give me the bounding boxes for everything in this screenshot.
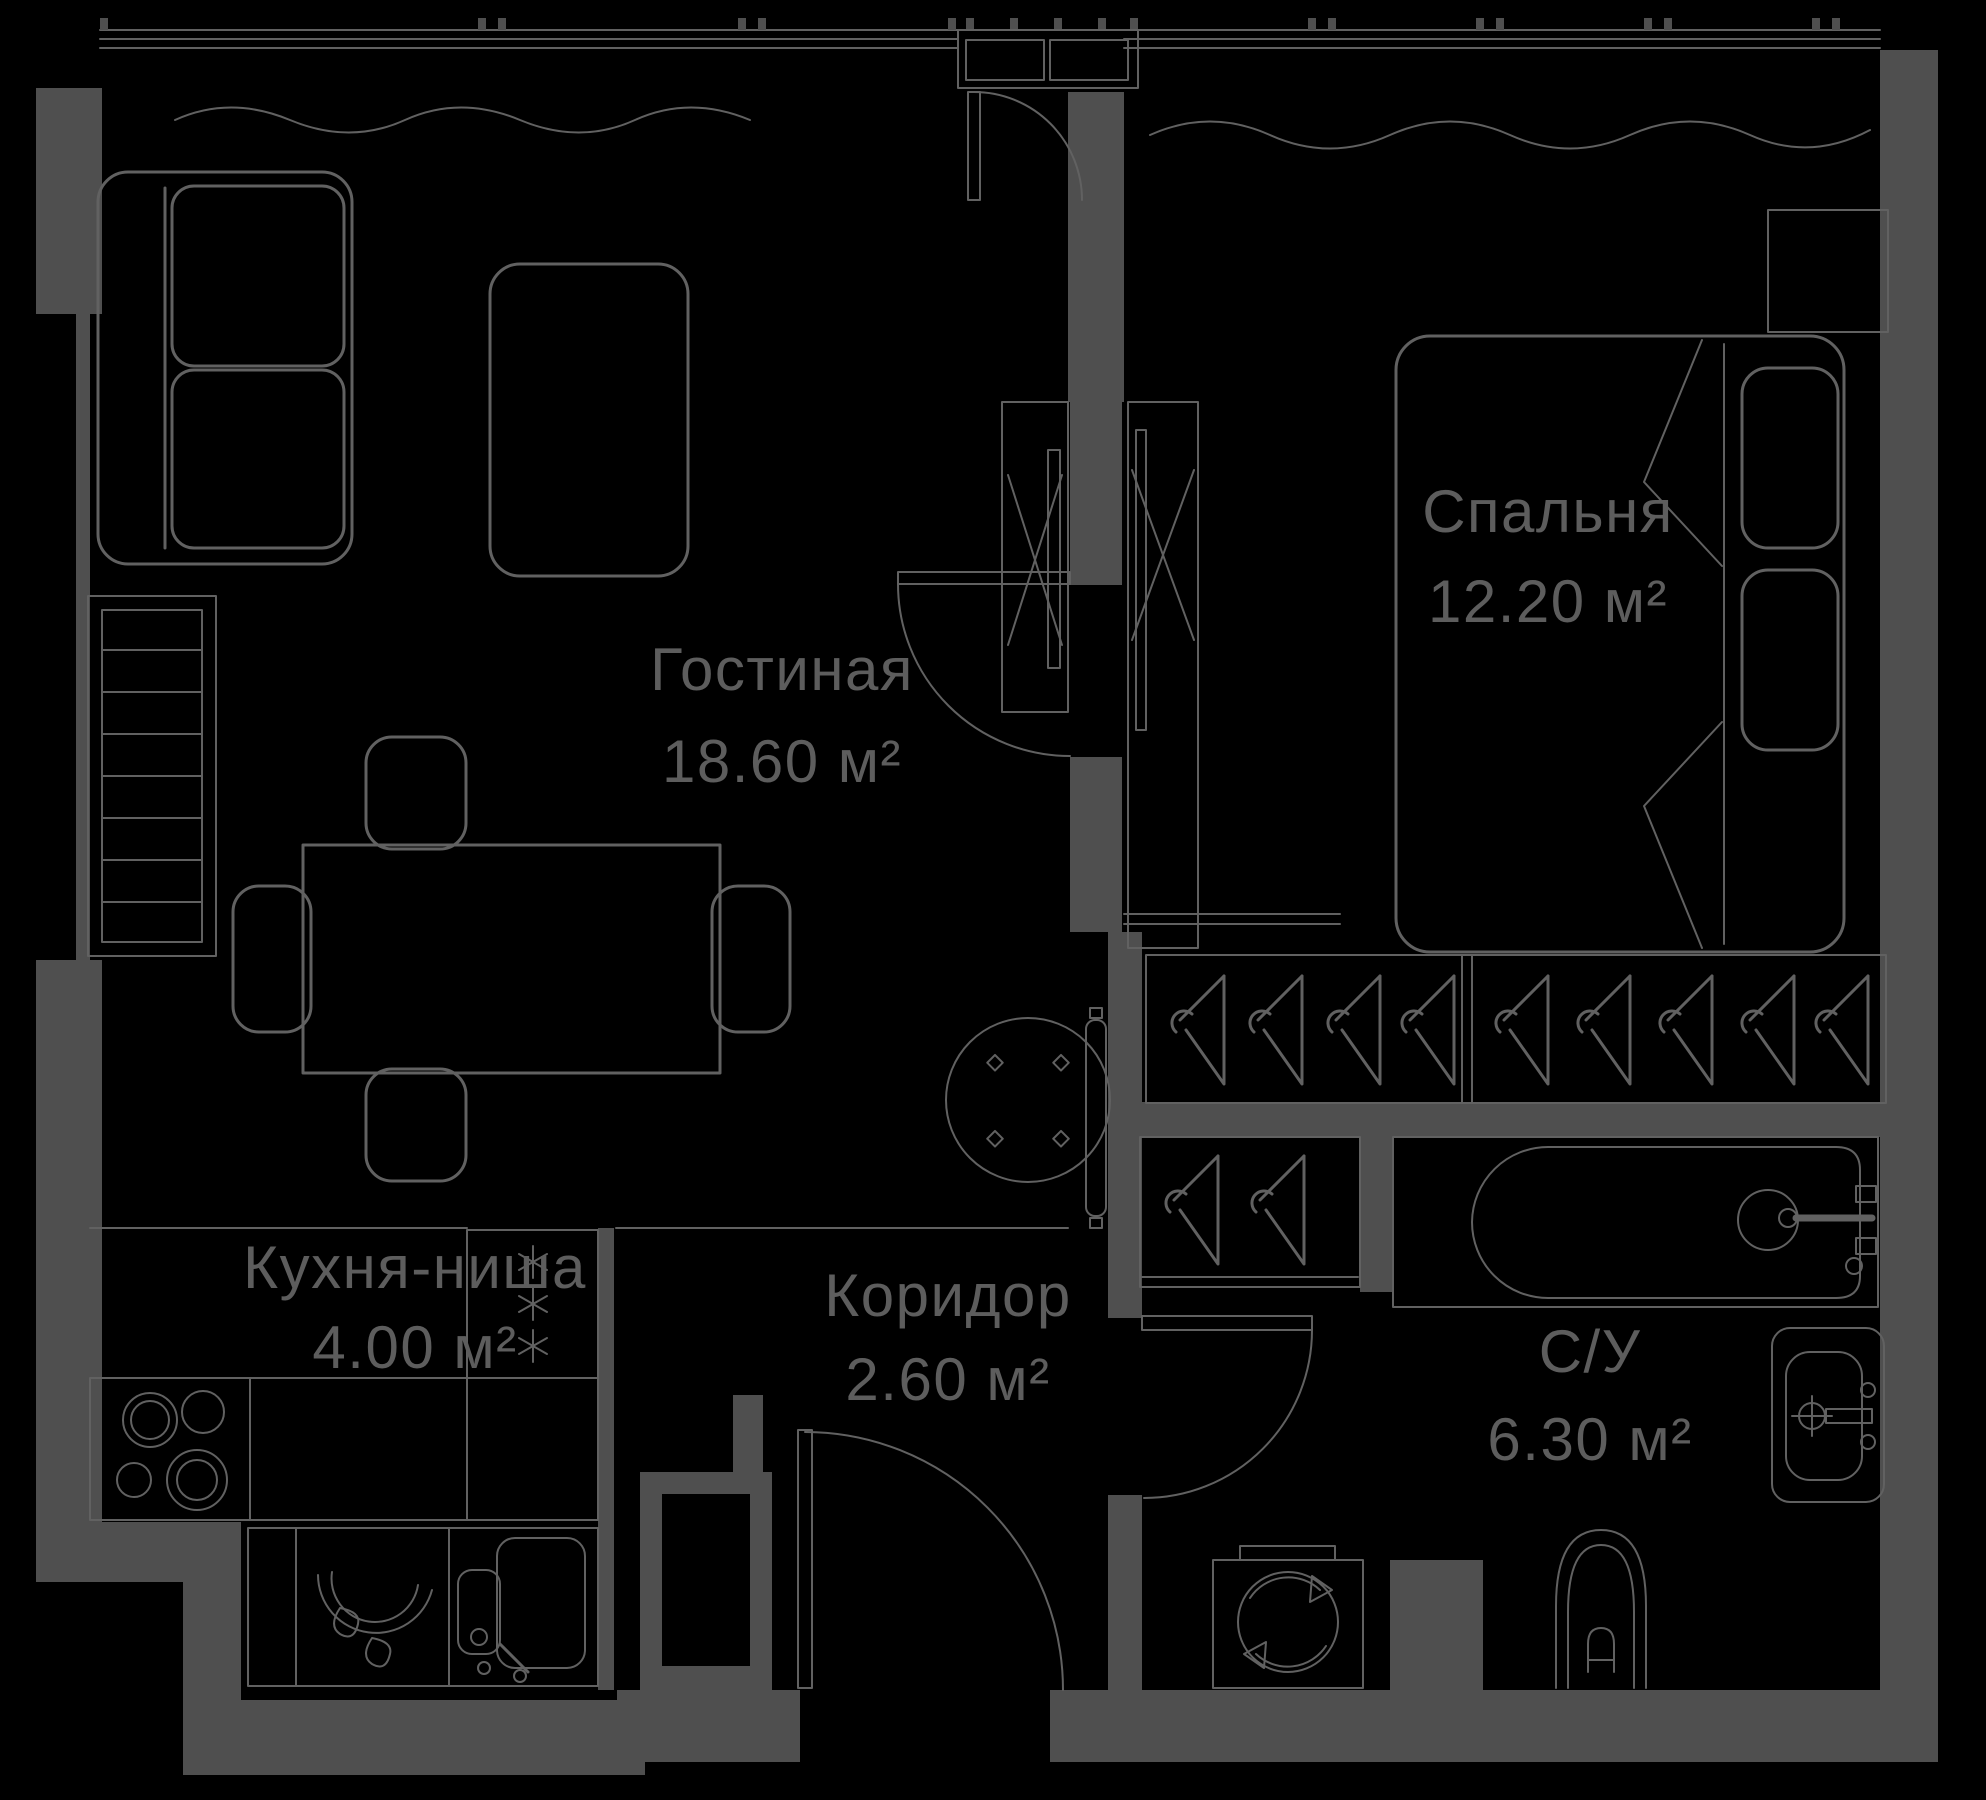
dining-table xyxy=(301,843,722,1075)
kitchen-base-cabinets xyxy=(247,1527,599,1687)
chair-left xyxy=(231,884,313,1034)
hanger-icon xyxy=(1814,974,1870,1086)
hanger-icon xyxy=(1164,1154,1220,1266)
pillow xyxy=(1740,366,1840,550)
sofa xyxy=(96,170,354,566)
bathroom-door-leaf xyxy=(1141,1315,1313,1331)
label-bathroom-area: 6.30 м² xyxy=(1487,1406,1692,1473)
label-bedroom-area: 12.20 м² xyxy=(1428,568,1668,635)
wardrobe-small xyxy=(1139,1136,1361,1288)
label-corridor-name: Коридор xyxy=(824,1262,1071,1329)
hanger-icon xyxy=(1658,974,1714,1086)
window-band xyxy=(99,18,1881,49)
closet-bedroom-side xyxy=(1127,401,1199,949)
shelf-radiator xyxy=(87,595,217,957)
label-living-area: 18.60 м² xyxy=(662,728,902,795)
curtain-living xyxy=(174,106,751,134)
bedroom-door xyxy=(897,571,1071,757)
label-bathroom-name: С/У xyxy=(1539,1318,1642,1385)
produce-bowl-icon xyxy=(317,1571,433,1668)
kitchen-counter xyxy=(89,1377,599,1521)
entry-door-swing-arc xyxy=(804,1431,1064,1691)
label-corridor-area: 2.60 м² xyxy=(845,1346,1050,1413)
curtain-bedroom xyxy=(1149,120,1871,150)
label-kitchen-name: Кухня-ниша xyxy=(243,1234,587,1301)
stove xyxy=(116,1390,228,1511)
washing-machine xyxy=(1212,1545,1364,1689)
round-table xyxy=(945,1017,1111,1183)
flush-button xyxy=(1587,1627,1615,1673)
hanger-icon xyxy=(1494,974,1550,1086)
bathtub xyxy=(1392,1136,1879,1308)
chair-bottom xyxy=(364,1067,468,1183)
hanger-icon xyxy=(1326,974,1382,1086)
bedroom-door-swing-arc xyxy=(897,583,1071,757)
kitchen-sink xyxy=(457,1537,586,1683)
balcony-door xyxy=(957,29,1139,201)
hanger-icon xyxy=(1170,974,1226,1086)
bed xyxy=(1394,334,1846,954)
coffee-table xyxy=(488,262,690,578)
balcony-door-leaf xyxy=(967,91,981,201)
hanger-icon xyxy=(1400,974,1456,1086)
hanger-icon xyxy=(1248,974,1304,1086)
kitchen-unit xyxy=(89,1229,599,1687)
chair-top xyxy=(364,735,468,851)
nightstand xyxy=(1767,209,1889,333)
bedroom-door-leaf xyxy=(897,571,1071,585)
dining-set xyxy=(231,735,792,1183)
bedroom-closet-track xyxy=(1123,913,1341,925)
tub-drain xyxy=(1737,1189,1799,1251)
pillow xyxy=(1740,568,1840,752)
hanger-icon xyxy=(1250,1154,1306,1266)
label-kitchen-area: 4.00 м² xyxy=(312,1314,517,1381)
blanket-fold-top xyxy=(1643,339,1723,567)
label-bedroom-name: Спальня xyxy=(1422,478,1674,545)
entry-door xyxy=(797,1429,1064,1691)
hanger-icon xyxy=(1576,974,1632,1086)
room-labels: Гостиная 18.60 м² Спальня 12.20 м² Кухня… xyxy=(243,478,1692,1473)
blanket-fold-bottom xyxy=(1643,721,1723,949)
mirror-panel xyxy=(1085,1019,1107,1217)
wardrobe-large xyxy=(1145,954,1887,1104)
hanger-icon xyxy=(1740,974,1796,1086)
bathroom-door-swing-arc xyxy=(1143,1329,1313,1499)
entry-console-mirror xyxy=(945,1007,1111,1229)
entry-door-leaf xyxy=(797,1429,813,1689)
washbasin xyxy=(1771,1327,1885,1503)
closet-living-side xyxy=(1001,401,1069,713)
bathroom-door xyxy=(1141,1315,1313,1499)
chair-right xyxy=(710,884,792,1034)
window-mullion-ticks xyxy=(100,18,1840,30)
balcony-door-swing-arc xyxy=(973,91,1083,201)
walls xyxy=(36,50,1938,1775)
snowflake-icon xyxy=(518,1329,548,1363)
toilet xyxy=(1555,1529,1647,1689)
label-living-name: Гостиная xyxy=(650,636,914,703)
